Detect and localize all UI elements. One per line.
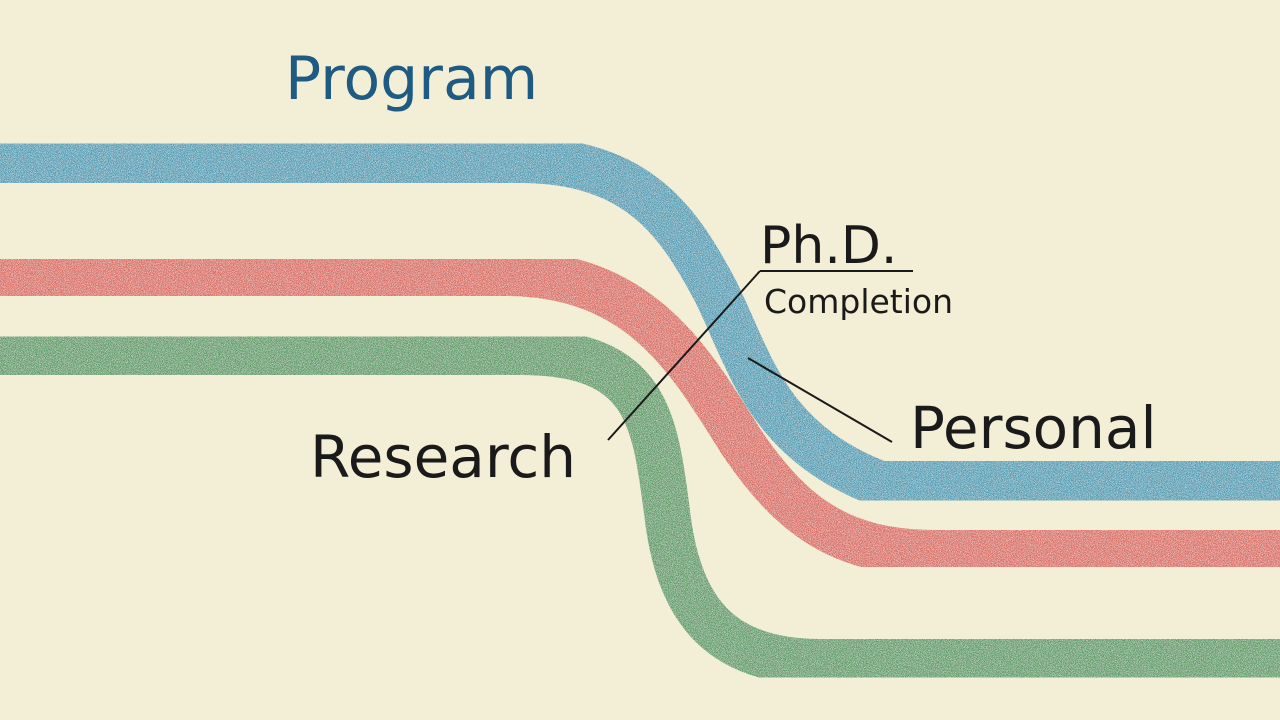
personal-leader-line bbox=[747, 357, 893, 443]
research-label: Research bbox=[310, 423, 576, 491]
green-band bbox=[0, 329, 1280, 685]
personal-label: Personal bbox=[910, 394, 1157, 462]
completion-label: Completion bbox=[764, 282, 953, 321]
leader-lines bbox=[607, 270, 913, 443]
phd-label: Ph.D. bbox=[760, 216, 897, 276]
red-band bbox=[0, 250, 1280, 576]
program-label: Program bbox=[285, 44, 538, 114]
blue-band bbox=[0, 137, 1280, 507]
research-leader-line bbox=[607, 270, 761, 441]
